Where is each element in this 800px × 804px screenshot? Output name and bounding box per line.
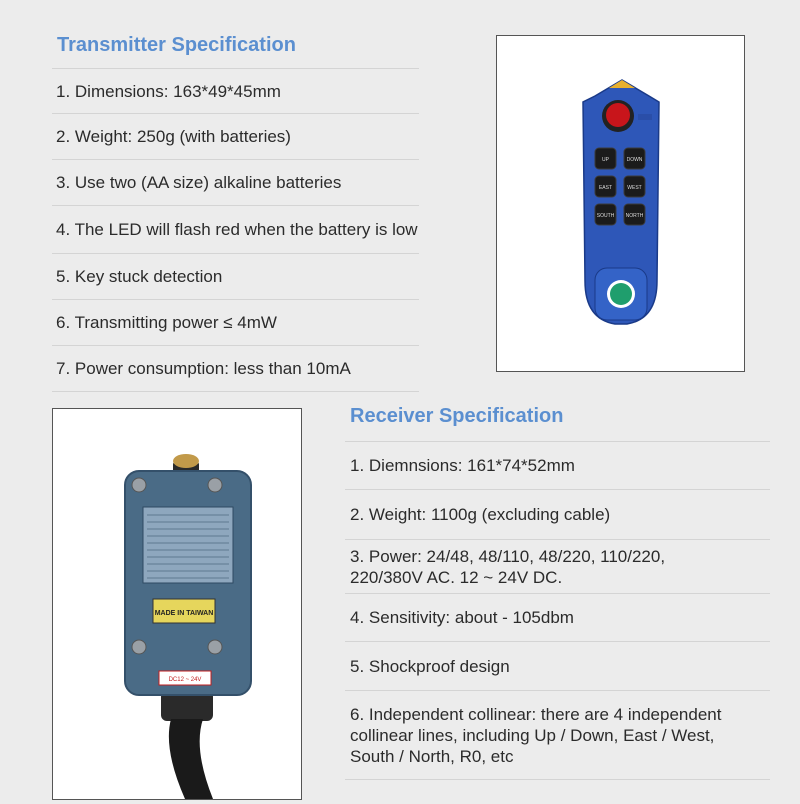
transmitter-spec-row: 2. Weight: 250g (with batteries)	[52, 114, 419, 160]
spec-text: 3. Power: 24/48, 48/110, 48/220, 110/220…	[350, 546, 666, 587]
receiver-spec-row: 6. Independent collinear: there are 4 in…	[345, 691, 770, 780]
button-down[interactable]	[623, 147, 646, 170]
bolt-icon	[131, 639, 147, 655]
transmitter-spec-row: 5. Key stuck detection	[52, 254, 419, 300]
antenna-tip	[173, 454, 199, 468]
transmitter-heading: Transmitter Specification	[57, 34, 296, 56]
button-label-south: SOUTH	[597, 213, 615, 219]
button-label-up: UP	[602, 157, 610, 163]
receiver-spec-row: 4. Sensitivity: about - 105dbm	[345, 594, 770, 642]
receiver-illustration: MADE IN TAIWAN DC12 ~ 24V	[124, 454, 252, 799]
spec-text: 5. Shockproof design	[350, 656, 510, 676]
start-button[interactable]	[610, 283, 632, 305]
spec-text: 4. The LED will flash red when the batte…	[56, 220, 418, 239]
receiver-photo: MADE IN TAIWAN DC12 ~ 24V	[52, 408, 302, 800]
transmitter-spec-row: 1. Dimensions: 163*49*45mm	[52, 68, 419, 114]
spec-text: 2. Weight: 250g (with batteries)	[56, 127, 291, 146]
remote-button-grid: UP DOWN EAST WEST SOUTH NORTH	[594, 147, 646, 226]
spec-text: 7. Power consumption: less than 10mA	[56, 359, 351, 378]
spec-text: 2. Weight: 1100g (excluding cable)	[350, 505, 611, 524]
transmitter-spec-row: 6. Transmitting power ≤ 4mW	[52, 300, 419, 346]
button-west[interactable]	[623, 175, 646, 198]
bolt-icon	[207, 639, 223, 655]
made-in-text: MADE IN TAIWAN	[155, 610, 214, 617]
receiver-spec-row: 2. Weight: 1100g (excluding cable)	[345, 490, 770, 540]
receiver-spec-row: 1. Diemnsions: 161*74*52mm	[345, 441, 770, 490]
remote-body	[582, 79, 660, 325]
voltage-tag	[158, 670, 212, 686]
spec-text: 6. Transmitting power ≤ 4mW	[56, 313, 277, 332]
receiver-spec-row: 3. Power: 24/48, 48/110, 48/220, 110/220…	[345, 540, 770, 594]
spec-text: 6. Independent collinear: there are 4 in…	[350, 704, 722, 766]
button-north[interactable]	[623, 203, 646, 226]
transmitter-spec-row: 4. The LED will flash red when the batte…	[52, 206, 419, 254]
button-east[interactable]	[594, 175, 617, 198]
remote-top-cap	[609, 80, 635, 88]
transmitter-spec-row: 7. Power consumption: less than 10mA	[52, 346, 419, 392]
spec-text: 4. Sensitivity: about - 105dbm	[350, 608, 574, 627]
receiver-spec-row: 5. Shockproof design	[345, 642, 770, 691]
button-label-east: EAST	[599, 185, 612, 191]
led-indicator	[638, 114, 652, 120]
stop-button[interactable]	[606, 103, 630, 127]
bolt-icon	[207, 477, 223, 493]
cable-gland	[161, 691, 213, 721]
spec-text: 1. Diemnsions: 161*74*52mm	[350, 456, 575, 475]
cable	[168, 719, 213, 799]
button-label-down: DOWN	[627, 157, 643, 163]
button-label-north: NORTH	[626, 213, 644, 219]
spec-text: 5. Key stuck detection	[56, 267, 223, 286]
button-up[interactable]	[594, 147, 617, 170]
bolt-icon	[131, 477, 147, 493]
remote-control-illustration: UP DOWN EAST WEST SOUTH NORTH	[582, 79, 660, 325]
transmitter-spec-row: 3. Use two (AA size) alkaline batteries	[52, 160, 419, 206]
spec-text: 3. Use two (AA size) alkaline batteries	[56, 173, 342, 192]
button-south[interactable]	[594, 203, 617, 226]
made-in-label	[152, 598, 216, 624]
spec-text: 1. Dimensions: 163*49*45mm	[56, 81, 281, 101]
wiring-label	[142, 506, 234, 584]
button-label-west: WEST	[627, 185, 641, 191]
wiring-lines	[147, 514, 229, 579]
receiver-heading: Receiver Specification	[350, 405, 564, 427]
voltage-text: DC12 ~ 24V	[169, 677, 202, 683]
transmitter-photo: UP DOWN EAST WEST SOUTH NORTH	[496, 35, 745, 372]
